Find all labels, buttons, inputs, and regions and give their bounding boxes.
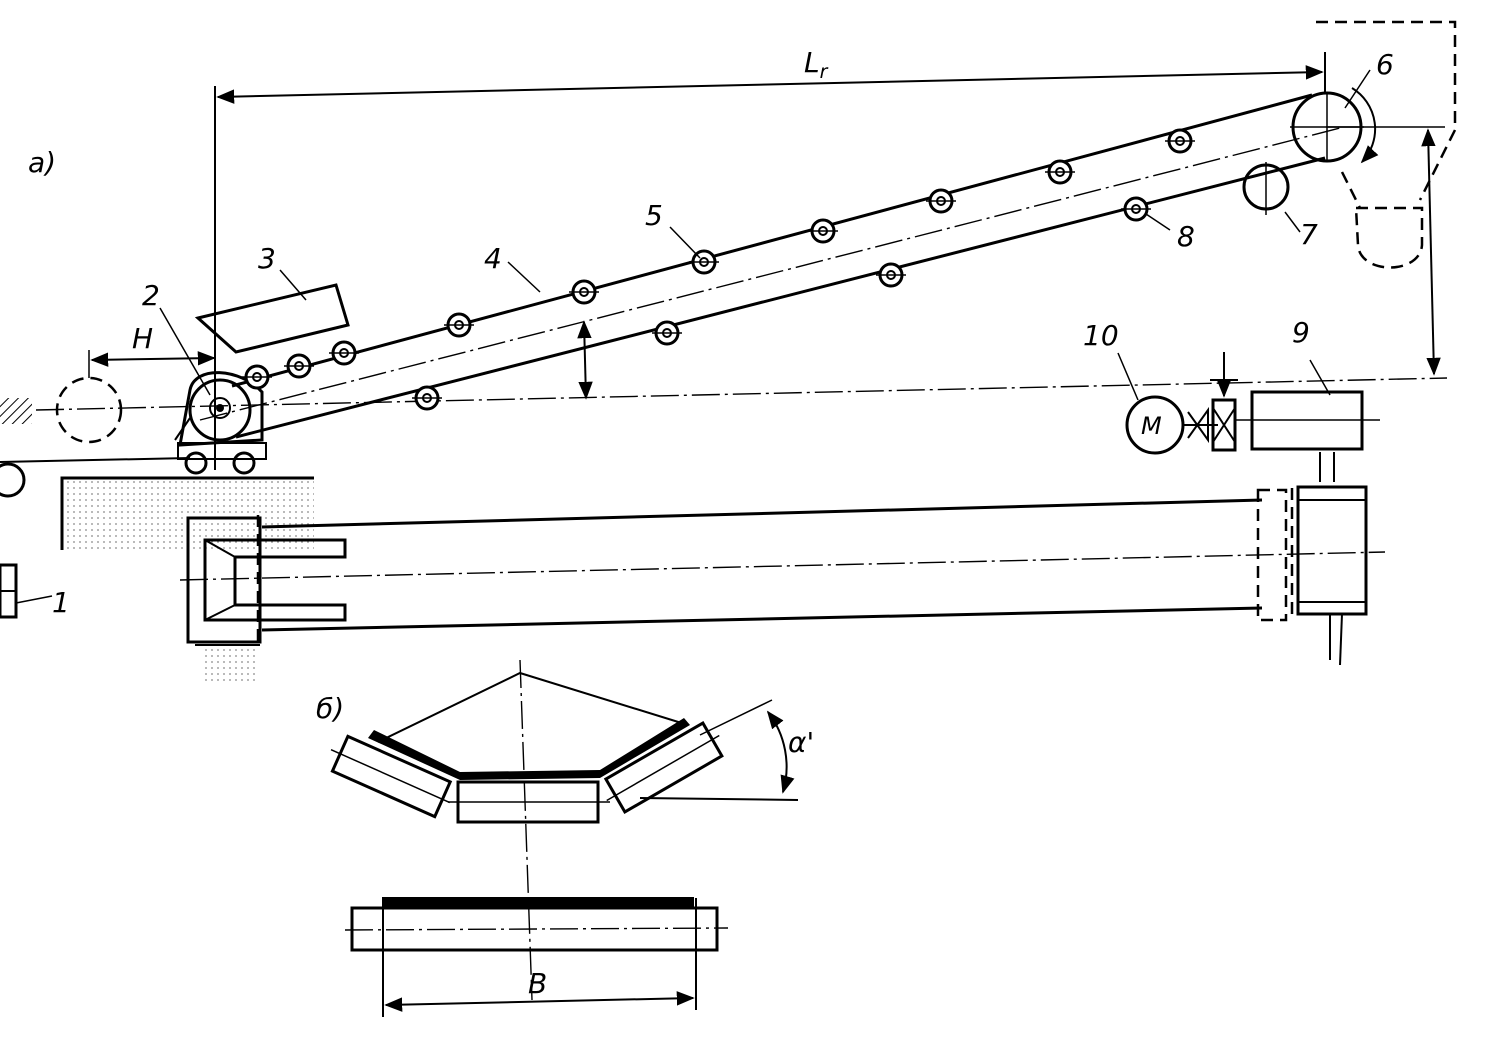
- brake: [1211, 398, 1237, 452]
- view-a-label: a): [28, 146, 56, 179]
- upper-idlers: [240, 128, 1197, 390]
- left-wheel: [0, 462, 26, 498]
- callout-10: 10: [1083, 319, 1119, 352]
- tail-carriage: [174, 371, 267, 475]
- troughed-idler-section: [330, 659, 799, 1017]
- head-drum: [1290, 87, 1379, 164]
- side-view: [0, 20, 1457, 552]
- drive-group: [1125, 352, 1380, 482]
- length-dimension: [214, 52, 1326, 470]
- lift-height-dimension: [1421, 128, 1441, 376]
- belt-axis: [199, 127, 1341, 421]
- callout-leaders: [159, 69, 1371, 401]
- callout-4: 4: [484, 242, 502, 275]
- callout-1: 1: [52, 586, 70, 619]
- callout-8: 8: [1177, 220, 1195, 253]
- callout-7: 7: [1300, 218, 1318, 251]
- ground-hatch: [0, 398, 32, 424]
- callout-6: 6: [1376, 48, 1394, 81]
- callout-5: 5: [645, 199, 663, 232]
- belt-upper: [231, 93, 1313, 388]
- motor-label: M: [1141, 412, 1162, 440]
- ground-line: [60, 476, 314, 550]
- rail-line: [0, 457, 191, 463]
- angle-label: α': [788, 726, 814, 759]
- view-b-label: б): [316, 692, 344, 725]
- center-line: [35, 377, 1448, 411]
- height-offset-dimension: [88, 350, 216, 378]
- callout-3: 3: [258, 242, 276, 275]
- width-label: B: [528, 967, 547, 1000]
- loading-hopper: [194, 283, 350, 354]
- callout-2: 2: [142, 279, 160, 312]
- callout-9: 9: [1292, 316, 1310, 349]
- alt-tail-drum: [55, 376, 123, 444]
- plan-view: [0, 485, 1386, 681]
- height-label: H: [132, 322, 153, 355]
- length-label: Lr: [804, 46, 829, 83]
- belt-lower: [235, 156, 1326, 439]
- incline-dimension: [577, 320, 593, 400]
